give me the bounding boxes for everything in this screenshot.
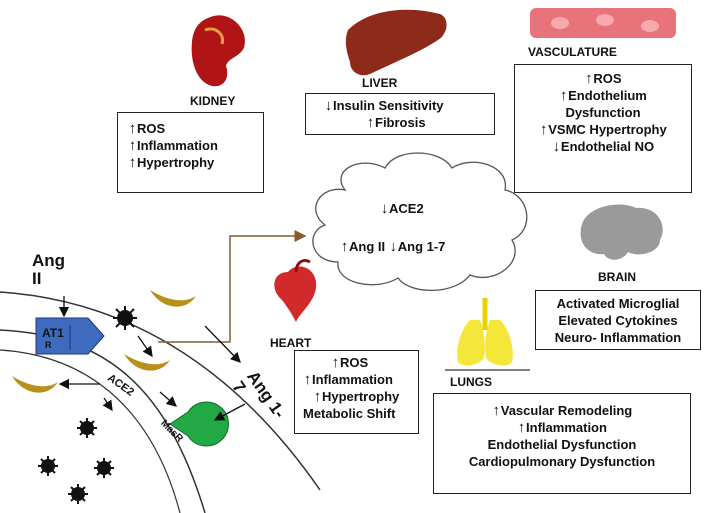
vasculature-title: VASCULATURE (528, 45, 617, 59)
heart-title: HEART (270, 336, 312, 350)
ang-crescent-icon (150, 290, 196, 307)
masr-receptor-icon (169, 401, 229, 447)
lungs-title: LUNGS (450, 375, 492, 389)
effect-row: ↑Hypertrophy (128, 154, 215, 171)
vasculature-effects-box: ↑ROS ↑Endothelium Dysfunction ↑VSMC Hype… (514, 64, 692, 193)
blood-vessel-icon (530, 8, 676, 38)
connector-arrow (158, 230, 307, 343)
liver-effects-box: ↓Insulin Sensitivity ↑Fibrosis (305, 93, 495, 135)
lungs-icon (457, 298, 513, 366)
brain-title: BRAIN (598, 270, 636, 284)
heart-effects-box: ↑ROS ↑Inflammation ↑Hypertrophy Metaboli… (294, 350, 419, 434)
ang-ii-label: Ang II (32, 251, 66, 288)
arrow-up-icon: ↑ (313, 388, 322, 405)
arrow-up-icon: ↑ (517, 419, 526, 436)
cloud-line-ace2: ↓ACE2 (380, 200, 424, 217)
arrow-down-icon: ↓ (324, 97, 333, 114)
lungs-effects-box: ↑Vascular Remodeling ↑Inflammation Endot… (433, 393, 691, 494)
arrow-up-icon: ↑ (585, 70, 593, 87)
at1-label: AT1 (42, 326, 64, 340)
arrow-up-icon: ↑ (128, 154, 137, 171)
heart-icon (274, 258, 317, 322)
arrow-up-icon: ↑ (128, 120, 137, 137)
arrow-up-icon: ↑ (366, 114, 375, 131)
arrow-down-icon: ↓ (380, 200, 389, 217)
effect-row: ↑ROS (128, 120, 166, 137)
kidney-icon (191, 15, 246, 87)
cell-membrane-outer (0, 291, 321, 491)
arrow-down-icon: ↓ (552, 138, 561, 155)
kidney-effects-box: ↑ROS ↑Inflammation ↑Hypertrophy (117, 112, 264, 193)
ang-crescent-icon (124, 354, 170, 371)
kidney-title: KIDNEY (190, 94, 236, 108)
arrow-down-icon: ↓ (389, 238, 397, 255)
liver-icon (345, 9, 447, 76)
arrow-up-icon: ↑ (340, 238, 349, 255)
ace2-cloud (312, 152, 528, 292)
arrow-up-icon: ↑ (128, 137, 137, 154)
arrow-up-icon: ↑ (559, 87, 568, 104)
arrow-up-icon: ↑ (540, 121, 548, 138)
cloud-line-ang: ↑Ang II ↓Ang 1-7 (340, 238, 446, 255)
arrow-up-icon: ↑ (492, 402, 501, 419)
effect-row: ↑Inflammation (128, 137, 218, 154)
arrow-up-icon: ↑ (331, 354, 340, 371)
brain-effects-box: Activated Microglial Elevated Cytokines … (535, 290, 701, 350)
ang-crescent-icon (12, 376, 58, 393)
at1-sub-label: R (45, 340, 52, 350)
arrow-up-icon: ↑ (303, 371, 312, 388)
cell-membrane-line (0, 349, 181, 513)
liver-title: LIVER (362, 76, 398, 90)
brain-icon (580, 204, 663, 260)
